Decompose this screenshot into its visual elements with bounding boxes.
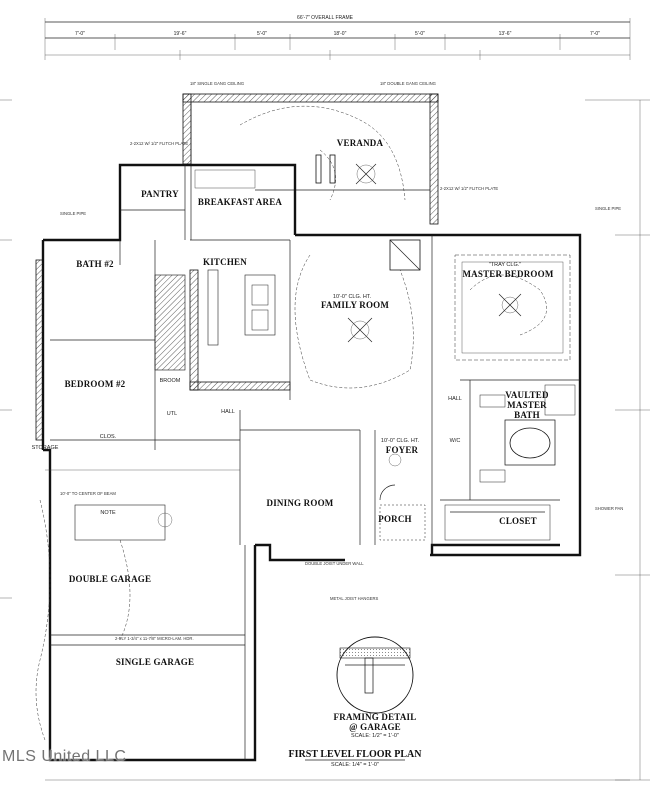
svg-text:2-2X12 W/ 1/2" FLITCH PLATE: 2-2X12 W/ 1/2" FLITCH PLATE	[440, 186, 498, 191]
svg-text:METAL JOIST HANGERS: METAL JOIST HANGERS	[330, 596, 379, 601]
veranda-label: VERANDA	[337, 138, 384, 148]
room-labels: PANTRY BREAKFAST AREA KITCHEN BATH #2 BE…	[32, 189, 554, 667]
veranda-area: VERANDA	[182, 93, 439, 240]
svg-text:2-2X12 W/ 1/2" FLITCH PLATE: 2-2X12 W/ 1/2" FLITCH PLATE	[130, 141, 188, 146]
master-bath-details	[479, 384, 576, 483]
master-bath-label-3: BATH	[514, 410, 540, 420]
overall-dimension: 66'-7" OVERALL FRAME	[297, 15, 354, 21]
family-ceiling-label: 10'-0" CLG. HT.	[333, 294, 372, 300]
hall-label: HALL	[221, 409, 235, 415]
bedroom2-label: BEDROOM #2	[65, 379, 126, 389]
svg-text:2-PLY 1-3/4" x 11-7/8" MICRO-L: 2-PLY 1-3/4" x 11-7/8" MICRO-LAM. HDR.	[115, 636, 194, 641]
annotation-notes: 18" SINGLE GANG CEILING 18" DOUBLE GANG …	[60, 81, 623, 641]
dining-room-label: DINING ROOM	[267, 498, 334, 508]
master-bedroom-label: MASTER BEDROOM	[462, 269, 553, 279]
porch-label: PORCH	[378, 514, 412, 524]
drawing-scale: SCALE: 1/4" = 1'-0"	[331, 762, 379, 768]
foyer-ceiling-label: 10'-0" CLG. HT.	[381, 438, 420, 444]
svg-text:13'-6": 13'-6"	[499, 31, 512, 37]
svg-text:18" SINGLE GANG CEILING: 18" SINGLE GANG CEILING	[190, 81, 244, 86]
storage-label: STORAGE	[32, 445, 59, 451]
closet-small-label: CLOS.	[100, 434, 117, 440]
svg-text:7'-0": 7'-0"	[590, 31, 600, 37]
master-ceiling-label: "TRAY CLG."	[489, 262, 521, 268]
svg-text:19'-6": 19'-6"	[174, 31, 187, 37]
master-bath-label-1: VAULTED	[505, 390, 549, 400]
drawing-title: FIRST LEVEL FLOOR PLAN	[289, 749, 423, 760]
framing-detail-scale: SCALE: 1/2" = 1'-0"	[351, 733, 399, 739]
svg-text:18" DOUBLE GANG CEILING: 18" DOUBLE GANG CEILING	[380, 81, 436, 86]
foyer-porch-details	[379, 453, 551, 541]
stair-and-cabinets	[154, 169, 276, 371]
hall2-label: HALL	[448, 396, 462, 402]
note-label: NOTE	[100, 510, 116, 516]
svg-text:SINGLE PIPE: SINGLE PIPE	[595, 206, 621, 211]
single-garage-label: SINGLE GARAGE	[116, 657, 194, 667]
broom-label: BROOM	[160, 378, 181, 384]
family-room-details	[294, 239, 421, 389]
svg-text:18'-0": 18'-0"	[334, 31, 347, 37]
drawing-title-block: FIRST LEVEL FLOOR PLAN SCALE: 1/4" = 1'-…	[289, 749, 423, 768]
svg-text:5'-0": 5'-0"	[415, 31, 425, 37]
master-bath-label-2: MASTER	[507, 400, 547, 410]
breakfast-label: BREAKFAST AREA	[198, 197, 283, 207]
double-garage-label: DOUBLE GARAGE	[69, 574, 151, 584]
bath2-label: BATH #2	[76, 259, 114, 269]
exterior-walls	[35, 163, 582, 762]
garage-details	[35, 469, 240, 741]
svg-text:SHOWER PAN: SHOWER PAN	[595, 506, 623, 511]
framing-detail-diagram: FRAMING DETAIL @ GARAGE SCALE: 1/2" = 1'…	[334, 636, 417, 739]
framing-detail-title-1: FRAMING DETAIL	[334, 712, 417, 722]
watermark: MLS United LLC	[2, 748, 127, 765]
svg-text:5'-0": 5'-0"	[257, 31, 267, 37]
framing-detail-title-2: @ GARAGE	[349, 722, 401, 732]
right-dimension-lines	[0, 99, 650, 781]
water-closet-label: W/C	[450, 438, 461, 444]
closet-label: CLOSET	[499, 516, 537, 526]
svg-text:7'-0": 7'-0"	[75, 31, 85, 37]
family-room-label: FAMILY ROOM	[321, 300, 389, 310]
interior-walls	[50, 165, 580, 760]
top-dimension-lines: 66'-7" OVERALL FRAME 7'-0" 19'-6" 5'-0" …	[44, 15, 631, 60]
kitchen-label: KITCHEN	[203, 257, 247, 267]
svg-text:DOUBLE JOIST UNDER WALL: DOUBLE JOIST UNDER WALL	[305, 561, 364, 566]
pantry-label: PANTRY	[141, 189, 179, 199]
master-bedroom-details	[454, 254, 571, 361]
svg-text:SINGLE PIPE: SINGLE PIPE	[60, 211, 86, 216]
svg-text:10'-0" TO CENTER OF BEAM: 10'-0" TO CENTER OF BEAM	[60, 491, 116, 496]
utility-label: UTL	[167, 411, 177, 417]
foyer-label: FOYER	[386, 445, 419, 455]
